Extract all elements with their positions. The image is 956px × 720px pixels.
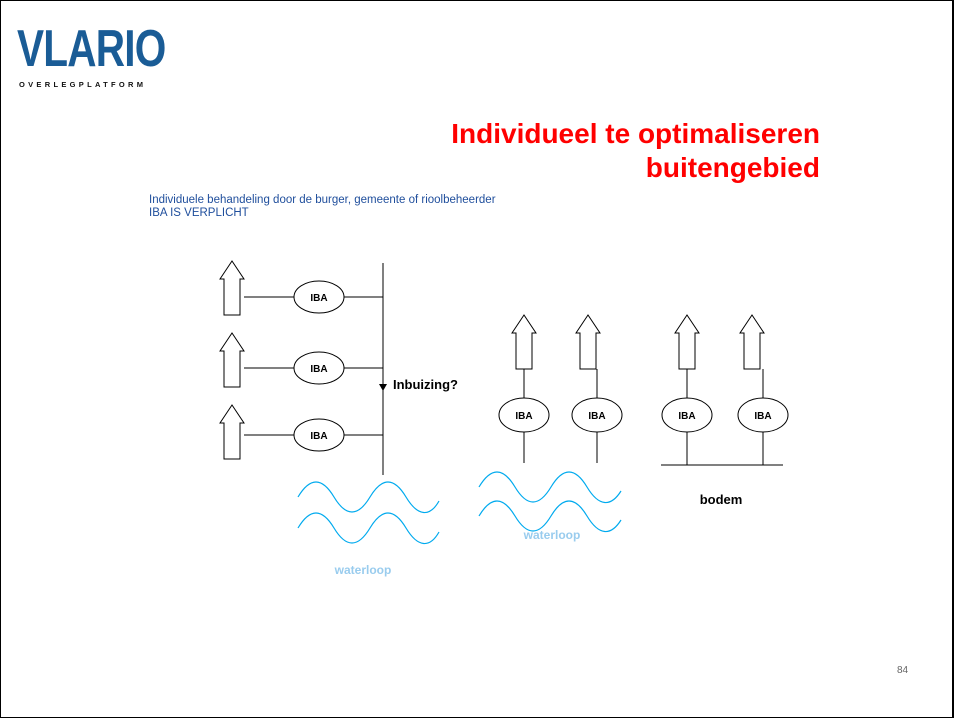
water-wave-icon [478, 500, 622, 533]
water-wave-icon [478, 471, 622, 504]
iba-label: IBA [678, 411, 695, 422]
logo-tagline: OVERLEGPLATFORM [19, 80, 147, 89]
page-number: 84 [897, 665, 909, 676]
iba-label: IBA [754, 411, 771, 422]
pipe-label: Inbuizing? [393, 377, 458, 392]
house-icon [219, 332, 245, 388]
slide-title-line-2: buitengebied [645, 152, 820, 183]
vlario-logo: VLARIO OVERLEGPLATFORM [17, 20, 207, 89]
slide-title-line-1: Individueel te optimaliseren [451, 118, 820, 149]
house-icon [739, 314, 765, 370]
house-icon [674, 314, 700, 370]
middle-house-group: IBA IBA waterloop [478, 314, 623, 542]
house-icon [219, 404, 245, 460]
logo-wordmark: VLARIO [17, 20, 166, 78]
house-icon [219, 260, 245, 316]
iba-label: IBA [310, 293, 327, 304]
house-icon [511, 314, 537, 370]
soil-label: bodem [700, 492, 743, 507]
water-wave-icon [297, 481, 440, 514]
iba-label: IBA [310, 431, 327, 442]
slide-subtitle: Individuele behandeling door de burger, … [149, 194, 496, 220]
water-label: waterloop [523, 528, 581, 542]
iba-label: IBA [515, 411, 532, 422]
slide-title: Individueel te optimaliseren buitengebie… [451, 117, 820, 185]
water-wave-icon [297, 512, 440, 545]
subtitle-line-1: Individuele behandeling door de burger, … [149, 194, 496, 206]
iba-label: IBA [310, 364, 327, 375]
house-icon [575, 314, 601, 370]
iba-label: IBA [588, 411, 605, 422]
left-house-group: IBA IBA IBA Inbuizing? waterloop [219, 260, 458, 577]
right-house-group: IBA IBA bodem [661, 314, 789, 507]
subtitle-line-2: IBA IS VERPLICHT [149, 207, 249, 219]
flow-arrow-icon [379, 384, 387, 391]
water-label: waterloop [334, 563, 392, 577]
